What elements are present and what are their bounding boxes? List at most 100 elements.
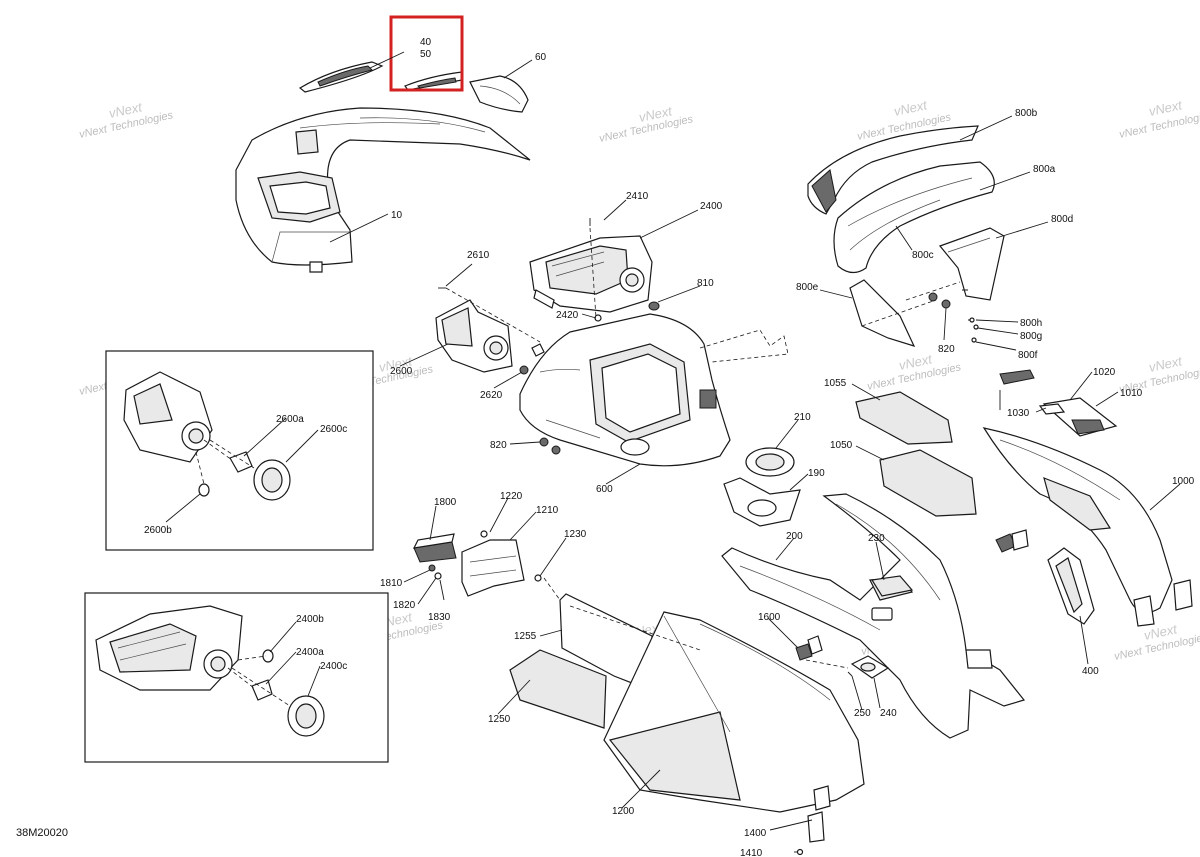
part-1055-pad[interactable] [855,391,953,445]
part-1410-screw[interactable] [794,848,804,856]
callout-1030[interactable]: 1030 [1007,408,1030,419]
part-1010-bracket[interactable] [1042,397,1118,437]
callout-1050[interactable]: 1050 [830,440,853,451]
callout-400[interactable]: 400 [1082,666,1099,677]
callout-2400b[interactable]: 2400b [296,614,324,625]
part-1800-light-unit[interactable] [412,533,457,563]
callout-1230[interactable]: 1230 [564,529,587,540]
callout-1820[interactable]: 1820 [393,600,416,611]
callout-10[interactable]: 10 [391,210,403,221]
part-10-upper-fairing[interactable] [235,107,531,273]
callout-810[interactable]: 810 [697,278,714,289]
inset-part-2600c-cap[interactable] [253,459,291,501]
callout-2400[interactable]: 2400 [700,201,723,212]
callout-1810[interactable]: 1810 [380,578,403,589]
callout-1000[interactable]: 1000 [1172,476,1195,487]
part-2620-nut[interactable] [519,343,545,375]
callout-210[interactable]: 210 [794,412,811,423]
part-1030-clip[interactable] [1038,403,1066,415]
inset-part-2600a-bulb[interactable] [229,451,253,473]
callout-800e[interactable]: 800e [796,282,819,293]
callout-800a[interactable]: 800a [1033,164,1056,175]
part-190-bezel[interactable] [723,477,801,527]
fasteners-800[interactable] [962,289,979,343]
callout-1400[interactable]: 1400 [744,828,767,839]
part-2410-screw[interactable] [589,218,597,319]
part-1600-switch[interactable] [795,635,823,661]
inset-part-2400c-cap[interactable] [287,695,325,737]
part-600-dashboard-housing[interactable] [519,313,731,467]
callout-60[interactable]: 60 [535,52,547,63]
part-2610-screw[interactable] [438,287,541,343]
callout-2400a[interactable]: 2400a [296,647,324,658]
part-800e-lower-trim[interactable] [849,279,916,347]
inset-2400-headlight[interactable] [95,605,243,691]
part-240-bracket[interactable] [850,655,890,679]
inset-2600-headlight[interactable] [123,371,213,463]
part-230-trim[interactable] [871,575,914,597]
part-2600-headlight-assembly[interactable] [435,299,513,373]
part-250-screw[interactable] [847,671,853,677]
part-60-right-trim[interactable] [469,75,529,113]
callout-40[interactable]: 40 [420,37,432,48]
part-400-lower-insert[interactable] [1047,547,1095,625]
callout-1600[interactable]: 1600 [758,612,781,623]
callout-1210[interactable]: 1210 [536,505,559,516]
part-800a-side-panel[interactable] [833,161,995,274]
inset-part-2400a-bulb[interactable] [251,679,273,701]
part-2400-headlight-assembly[interactable] [529,235,653,313]
callout-2600a[interactable]: 2600a [276,414,304,425]
parts-1810-1820-1830[interactable] [428,564,445,601]
callout-1020[interactable]: 1020 [1093,367,1116,378]
part-1000-side-fairing[interactable] [982,427,1193,627]
callout-800b[interactable]: 800b [1015,108,1038,119]
callout-200[interactable]: 200 [786,531,803,542]
callout-600[interactable]: 600 [596,484,613,495]
part-connector-1000[interactable] [995,529,1029,553]
part-1230-screw[interactable] [534,574,542,582]
callout-800h[interactable]: 800h [1020,318,1042,329]
callout-2600b[interactable]: 2600b [144,525,172,536]
callout-50[interactable]: 50 [420,49,432,60]
callout-230[interactable]: 230 [868,533,885,544]
callout-2410[interactable]: 2410 [626,191,649,202]
part-1050-pad[interactable] [879,449,977,517]
callout-800c[interactable]: 800c [912,250,934,261]
callout-1800[interactable]: 1800 [434,497,457,508]
callout-820-left[interactable]: 820 [490,440,507,451]
callout-2600[interactable]: 2600 [390,366,413,377]
callout-1010[interactable]: 1010 [1120,388,1143,399]
callout-240[interactable]: 240 [880,708,897,719]
part-40-left-trim[interactable] [298,61,384,93]
part-1210-bracket[interactable] [461,539,525,597]
part-1200-lower-panel[interactable] [603,611,865,813]
callout-1055[interactable]: 1055 [824,378,847,389]
callout-2610[interactable]: 2610 [467,250,490,261]
part-210-ring[interactable] [745,447,795,477]
callout-2600c[interactable]: 2600c [320,424,347,435]
part-810-grommet[interactable] [648,301,660,311]
part-800d-bracket[interactable] [938,227,1005,301]
part-1020-cap[interactable] [999,369,1035,410]
callout-820-right[interactable]: 820 [938,344,955,355]
callout-800d[interactable]: 800d [1051,214,1073,225]
callout-2620[interactable]: 2620 [480,390,503,401]
callout-190[interactable]: 190 [808,468,825,479]
callout-1410[interactable]: 1410 [740,848,763,857]
callout-2420[interactable]: 2420 [556,310,579,321]
part-1250-panel[interactable] [509,649,607,729]
callout-800g[interactable]: 800g [1020,331,1042,342]
part-50-center-trim[interactable] [404,71,463,91]
part-820-grommets-left[interactable] [539,437,561,455]
inset-part-2600b-bulb[interactable] [198,483,210,497]
callout-1200[interactable]: 1200 [612,806,635,817]
callout-2400c[interactable]: 2400c [320,661,347,672]
inset-part-2400b-bulb[interactable] [262,649,274,663]
part-1220-screw[interactable] [480,530,488,538]
callout-250[interactable]: 250 [854,708,871,719]
callout-1830[interactable]: 1830 [428,612,451,623]
callout-1220[interactable]: 1220 [500,491,523,502]
part-1400-clip[interactable] [807,785,831,843]
part-820-grommets-right[interactable] [928,292,951,309]
callout-1250[interactable]: 1250 [488,714,511,725]
